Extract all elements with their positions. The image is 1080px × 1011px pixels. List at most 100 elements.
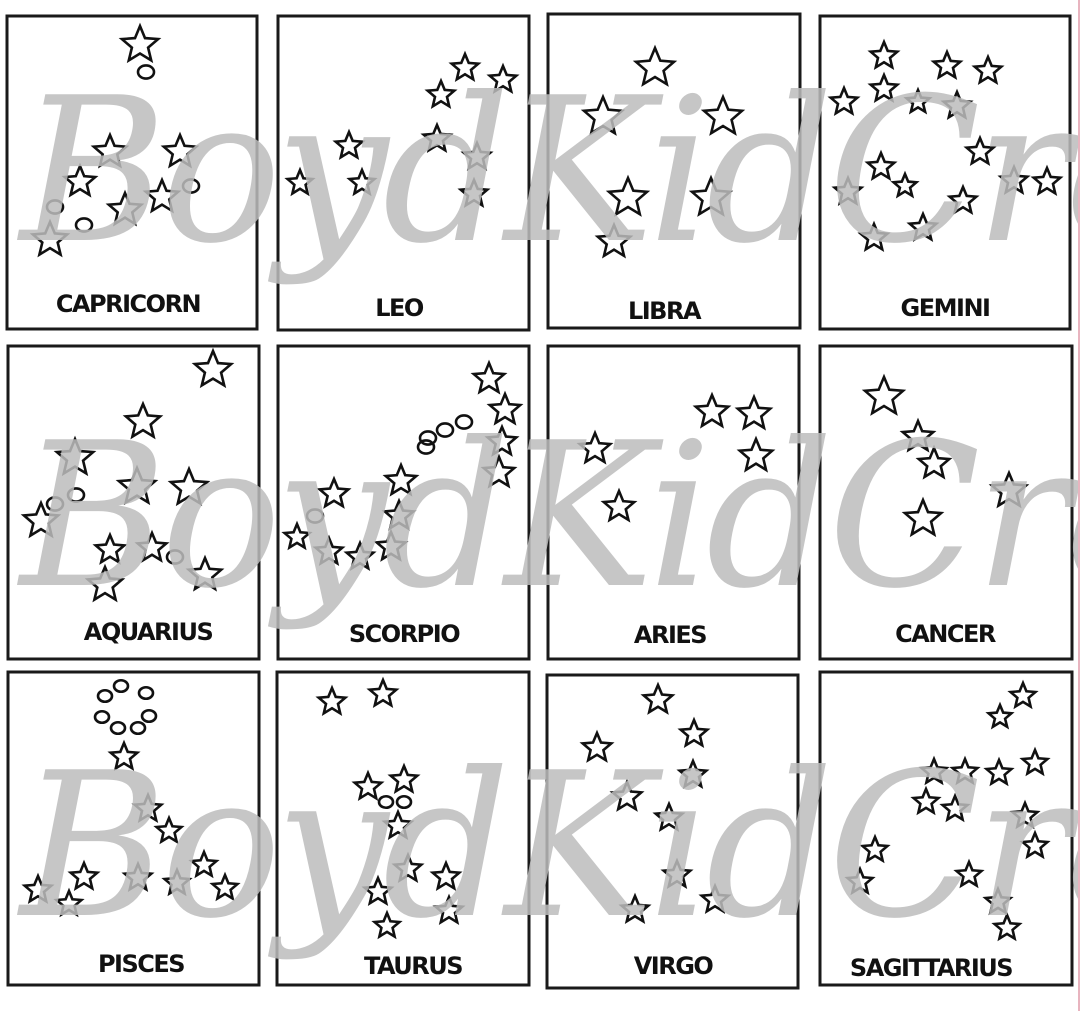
star-icon <box>351 769 385 802</box>
card-scorpio: SCORPIO <box>276 344 531 661</box>
star-icon <box>134 529 170 563</box>
star-icon <box>861 373 907 416</box>
ring-icon <box>66 487 86 503</box>
ring-icon <box>45 199 65 215</box>
star-icon <box>381 808 415 841</box>
star-icon <box>21 872 55 905</box>
star-icon <box>576 429 614 465</box>
star-icon <box>167 465 211 507</box>
star-icon <box>131 791 165 824</box>
ring-icon <box>165 549 185 565</box>
star-icon <box>61 162 99 198</box>
card-frame <box>6 670 261 987</box>
star-icon <box>827 84 861 117</box>
ring-icon <box>305 508 325 524</box>
watermark-text-row-1: BoydKidCreations <box>16 55 1080 288</box>
star-icon <box>1030 164 1064 197</box>
star-icon <box>677 716 711 749</box>
card-taurus: TAURUS <box>275 670 531 987</box>
star-icon <box>1019 829 1051 860</box>
star-icon <box>391 851 425 884</box>
star-icon <box>640 681 676 715</box>
star-icon <box>284 166 316 197</box>
star-icon <box>346 166 378 197</box>
star-icon <box>448 50 482 83</box>
star-icon <box>915 444 953 480</box>
card-frame <box>276 14 531 332</box>
star-icon <box>115 464 159 506</box>
card-label: VIRGO <box>634 952 714 980</box>
card-frame <box>546 344 801 661</box>
card-label: PISCES <box>98 950 184 978</box>
star-icon <box>844 865 876 896</box>
star-icon <box>420 121 454 154</box>
watermark: BoydKidCreations BoydKidCreations BoydKi… <box>16 55 1080 963</box>
ring-icon <box>96 688 114 704</box>
star-icon <box>867 71 901 104</box>
star-icon <box>315 684 349 717</box>
star-icon <box>161 866 193 897</box>
star-icon <box>949 755 981 786</box>
card-frame <box>818 670 1074 987</box>
card-label: LEO <box>375 294 424 322</box>
star-icon <box>988 469 1030 509</box>
star-icon <box>361 874 395 907</box>
star-icon <box>676 757 710 790</box>
star-icon <box>105 189 145 227</box>
star-icon <box>660 857 694 890</box>
star-icon <box>316 475 352 509</box>
ring-icon <box>109 720 127 736</box>
star-icon <box>946 183 980 216</box>
ring-icon <box>93 709 111 725</box>
ring-icon <box>45 496 65 512</box>
star-icon <box>579 729 615 763</box>
card-label: AQUARIUS <box>84 618 213 646</box>
star-icon <box>209 871 241 902</box>
card-label: TAURUS <box>364 952 462 980</box>
card-frame <box>818 344 1074 661</box>
star-icon <box>470 359 508 395</box>
star-icon <box>107 739 141 772</box>
star-icon <box>188 848 220 879</box>
ring-icon <box>136 64 156 80</box>
star-icon <box>382 461 420 497</box>
card-leo: LEO <box>276 14 531 332</box>
ring-icon <box>435 422 455 438</box>
ring-icon <box>112 678 130 694</box>
star-icon <box>484 423 520 457</box>
card-frame <box>546 12 802 330</box>
star-icon <box>343 539 377 572</box>
star-icon <box>432 893 466 926</box>
star-icon <box>332 128 366 161</box>
ring-icon <box>181 178 201 194</box>
star-icon <box>424 77 458 110</box>
card-virgo: VIRGO <box>545 673 800 990</box>
star-icon <box>698 882 732 915</box>
right-edge-line <box>1078 0 1080 1011</box>
star-icon <box>185 554 225 592</box>
star-icon <box>1019 746 1051 777</box>
star-icon <box>605 174 651 217</box>
star-icon <box>906 210 940 243</box>
ring-icon <box>454 414 474 430</box>
star-icon <box>831 174 865 207</box>
star-icon <box>930 48 964 81</box>
ring-icon <box>377 794 395 810</box>
star-icon <box>312 534 346 567</box>
star-icon <box>486 62 520 95</box>
star-icon <box>122 400 164 440</box>
star-icon <box>480 453 518 489</box>
star-icon <box>618 892 652 925</box>
ring-icon <box>418 430 438 446</box>
star-icon <box>600 487 638 523</box>
star-icon <box>997 163 1031 196</box>
star-icon <box>991 911 1023 942</box>
card-frame <box>5 14 259 331</box>
card-sagittarius: SAGITTARIUS <box>818 670 1074 987</box>
star-icon <box>366 676 400 709</box>
star-icon <box>381 497 417 531</box>
star-icon <box>983 756 1015 787</box>
star-icon <box>92 531 128 565</box>
star-icon <box>84 563 126 603</box>
